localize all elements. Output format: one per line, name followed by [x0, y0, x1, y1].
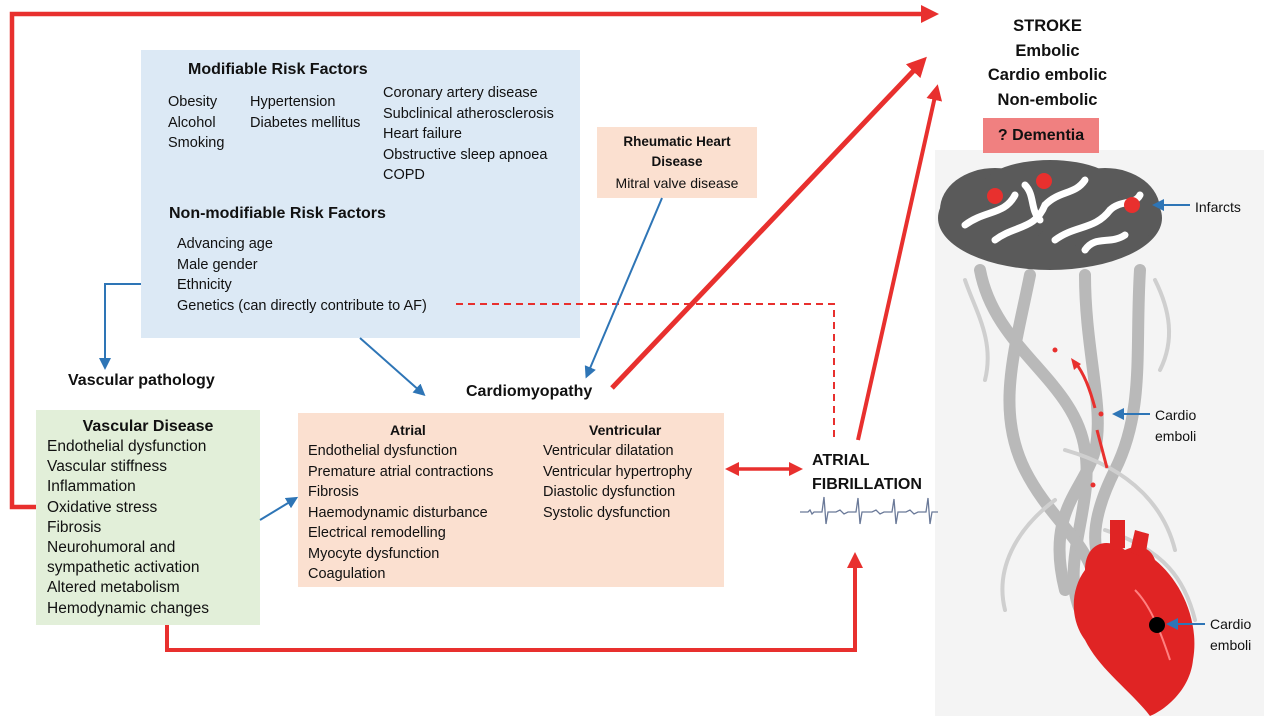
ventricular-item: Diastolic dysfunction — [543, 484, 676, 500]
atrial-item: Electrical remodelling — [308, 525, 446, 541]
vessel — [974, 264, 1093, 626]
risk-factor: Heart failure — [383, 126, 462, 142]
atrial-heading: Atrial — [390, 422, 426, 438]
risk-factors-box — [141, 50, 580, 338]
modifiable-col1: Obesity Alcohol Smoking — [168, 92, 224, 154]
arrow-vascular-to-cardiomyopathy — [259, 496, 299, 521]
vessel-branch — [1063, 448, 1177, 552]
atrial-item: Haemodynamic disturbance — [308, 504, 488, 521]
atrial-item: Fibrosis — [308, 484, 359, 500]
ecg-trace-icon — [800, 496, 938, 525]
cardio-emboli-label-1: Cardio emboli — [1155, 405, 1196, 447]
ventricular-heading: Ventricular — [589, 422, 662, 438]
af-line1: ATRIAL — [812, 452, 870, 469]
vessel-branch — [1000, 498, 1057, 612]
stroke-type: Cardio embolic — [987, 66, 1108, 84]
cardio-emboli-dot — [1149, 617, 1165, 633]
vessel-branch — [1153, 278, 1172, 372]
emboli-path — [1052, 347, 1109, 488]
rheumatic-box — [597, 127, 757, 198]
infarct-dot — [987, 188, 1003, 204]
rheumatic-title-1: Rheumatic Heart — [623, 134, 731, 149]
vessel — [1089, 264, 1146, 586]
brain-heart-illustration — [938, 160, 1197, 716]
arrow-genetics-to-af — [456, 303, 835, 437]
risk-factor: Hypertension — [250, 94, 336, 110]
atrial-fibrillation-label: ATRIAL FIBRILLATION — [812, 449, 922, 497]
arrow-risk-to-cardiomyopathy — [359, 337, 426, 396]
ventricular-item: Systolic dysfunction — [543, 504, 671, 521]
vascular-disease-title: Vascular Disease — [82, 418, 214, 435]
infarct-dot — [1036, 173, 1052, 189]
label-text: Cardio — [1155, 407, 1197, 423]
vascular-pathology-label: Vascular pathology — [68, 372, 215, 389]
vascular-item: Hemodynamic changes — [47, 599, 209, 617]
stroke-outcome: STROKE Embolic Cardio embolic Non-emboli… — [950, 14, 1145, 112]
nonmodifiable-list: Advancing age Male gender Ethnicity Gene… — [177, 234, 427, 316]
brain-icon — [938, 160, 1162, 270]
atrial-list: Endothelial dysfunction Premature atrial… — [308, 441, 493, 585]
vascular-item: Fibrosis — [47, 518, 102, 536]
modifiable-title: Modifiable Risk Factors — [188, 61, 368, 78]
arrow-af-to-stroke — [856, 84, 943, 441]
risk-factor: Obstructive sleep apnoea — [383, 146, 548, 163]
vascular-disease-list: Endothelial dysfunction Vascular stiffne… — [47, 437, 209, 619]
risk-factor: Diabetes mellitus — [250, 114, 361, 131]
cardio-emboli-label-2: Cardio emboli — [1210, 614, 1251, 656]
risk-factor: Genetics (can directly contribute to AF) — [177, 297, 427, 314]
nonmodifiable-title: Non-modifiable Risk Factors — [169, 205, 386, 222]
vessel-branch — [963, 278, 990, 382]
rheumatic-item: Mitral valve disease — [615, 175, 739, 191]
arrow-cardiomyopathy-to-stroke — [610, 56, 927, 390]
stroke-title: STROKE — [1013, 17, 1082, 35]
risk-factor: Subclinical atherosclerosis — [383, 105, 554, 122]
risk-factor: Coronary artery disease — [383, 85, 538, 101]
vascular-item: Endothelial dysfunction — [47, 438, 207, 455]
ventricular-item: Ventricular dilatation — [543, 443, 674, 459]
rheumatic-title-2: Disease — [651, 154, 703, 169]
label-text: emboli — [1210, 637, 1252, 653]
stroke-type: Non-embolic — [997, 90, 1098, 109]
arrow-vascular-to-af — [165, 552, 863, 652]
atrial-item: Endothelial dysfunction — [308, 443, 458, 459]
dementia-badge: ? Dementia — [983, 118, 1099, 153]
arrow-rheumatic-to-cardiomyopathy — [584, 197, 663, 379]
cardiomyopathy-title: Cardiomyopathy — [466, 383, 593, 400]
atrial-item: Myocyte dysfunction — [308, 545, 440, 562]
risk-factor: Obesity — [168, 94, 218, 110]
arrow-vascular-to-stroke — [9, 5, 939, 510]
vascular-item: Oxidative stress — [47, 498, 158, 516]
vessel — [1053, 269, 1104, 596]
vascular-item: Altered metabolism — [47, 579, 180, 597]
infarcts-label: Infarcts — [1195, 199, 1241, 215]
ventricular-item: Ventricular hypertrophy — [543, 463, 693, 480]
label-text: emboli — [1155, 428, 1197, 444]
cardiomyopathy-box — [298, 413, 724, 587]
modifiable-col2: Hypertension Diabetes mellitus — [250, 92, 360, 133]
vascular-item: sympathetic activation — [47, 559, 200, 577]
ventricular-list: Ventricular dilatation Ventricular hyper… — [543, 441, 692, 523]
modifiable-col3: Coronary artery disease Subclinical athe… — [383, 83, 554, 186]
vascular-item: Inflammation — [47, 478, 136, 496]
atrial-item: Premature atrial contractions — [308, 463, 494, 480]
heart-icon — [1073, 520, 1195, 716]
risk-factor: COPD — [383, 167, 425, 183]
risk-factor: Alcohol — [168, 114, 216, 131]
af-line2: FIBRILLATION — [812, 476, 922, 493]
label-text: Cardio — [1210, 616, 1252, 632]
vascular-item: Neurohumoral and — [47, 539, 176, 557]
vascular-item: Vascular stiffness — [47, 458, 168, 476]
risk-factor: Ethnicity — [177, 277, 232, 293]
arrow-risk-to-vascular-pathology — [99, 283, 141, 370]
vascular-disease-box — [36, 410, 260, 625]
infarct-dot — [1124, 197, 1140, 213]
risk-factor: Smoking — [168, 135, 225, 151]
atrial-item: Coagulation — [308, 566, 386, 582]
risk-factor: Advancing age — [177, 236, 273, 252]
risk-factor: Male gender — [177, 256, 258, 273]
stroke-type: Embolic — [1015, 41, 1080, 60]
